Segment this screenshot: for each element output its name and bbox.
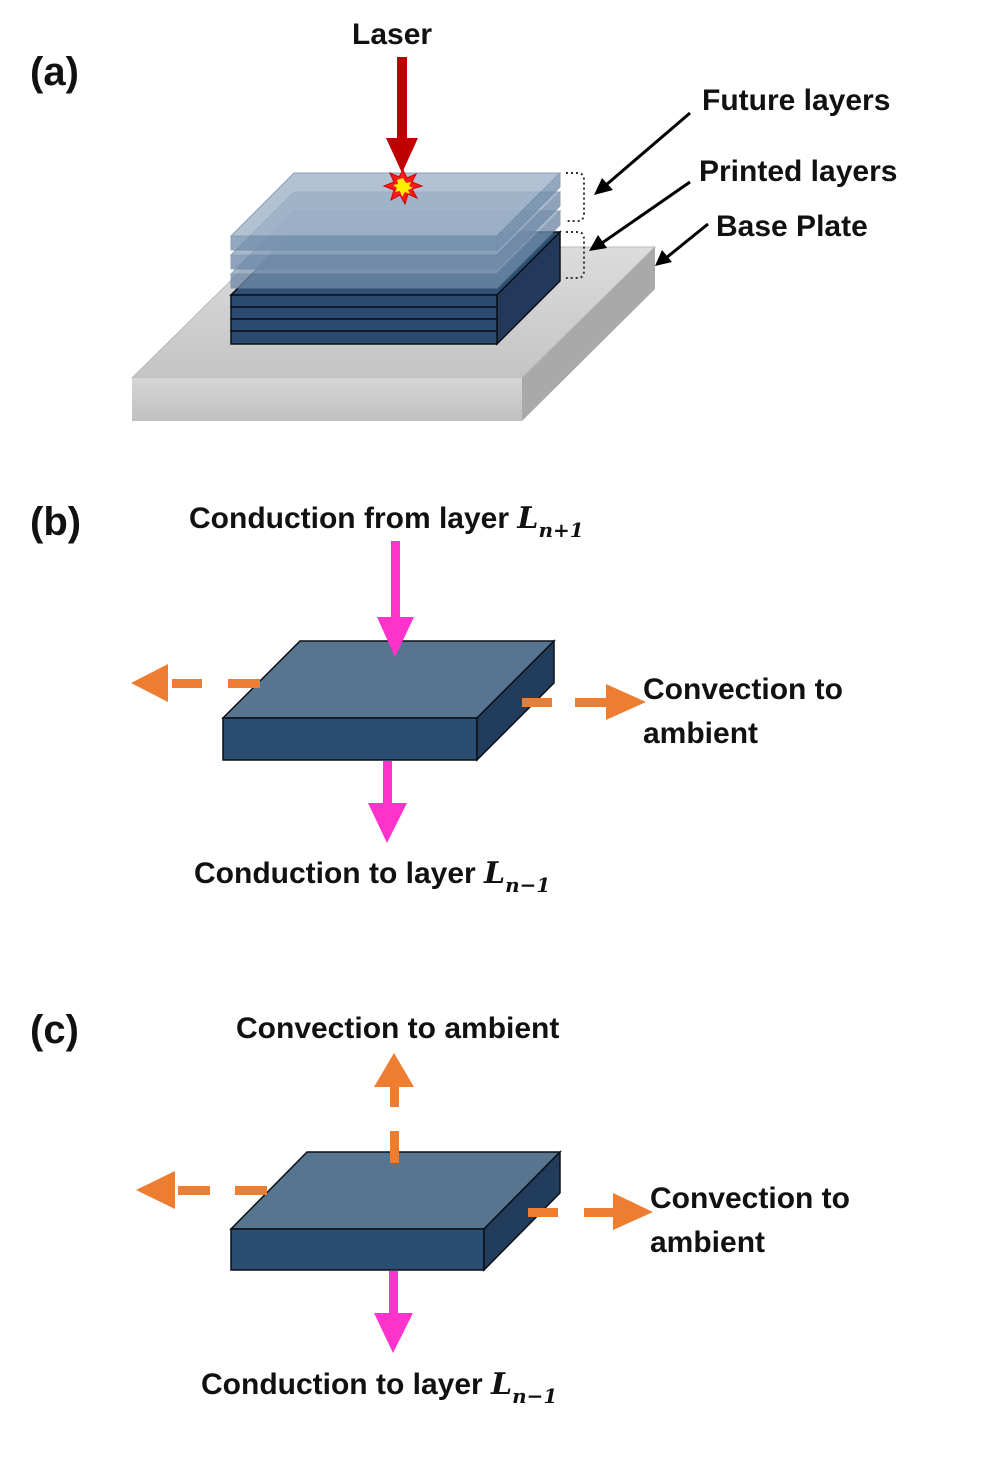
layer-subscript: n−1 bbox=[512, 1384, 558, 1408]
layer-variable: L bbox=[484, 856, 506, 891]
panel-a-label: (a) bbox=[30, 50, 79, 94]
layer-block bbox=[229, 1150, 562, 1272]
convection-right-arrow bbox=[528, 1193, 653, 1230]
conduction-from-text: Conduction from layer bbox=[189, 502, 518, 535]
conduction-in-arrow bbox=[377, 541, 414, 657]
explosion-burst-icon bbox=[382, 168, 424, 206]
panel-c-diagram bbox=[136, 1053, 653, 1353]
future-layers-label: Future layers bbox=[702, 84, 891, 117]
convection-left-arrow bbox=[136, 1171, 267, 1209]
layer-variable: L bbox=[491, 1367, 513, 1402]
convection-right-label: Convection to ambient bbox=[643, 668, 843, 755]
convection-top-label: Convection to ambient bbox=[236, 1012, 560, 1045]
conduction-to-text: Conduction to layer bbox=[194, 857, 485, 890]
panel-c-label: (c) bbox=[30, 1008, 79, 1052]
convection-left-arrow bbox=[131, 664, 260, 702]
convection-right-label: Convection to ambient bbox=[650, 1177, 850, 1264]
future-layers-bracket bbox=[566, 172, 585, 222]
layer-variable: L bbox=[517, 501, 539, 536]
conduction-from-label: Conduction from layer Ln+1 bbox=[189, 501, 584, 542]
conduction-to-label: Conduction to layer Ln−1 bbox=[194, 856, 551, 897]
panel-b-label: (b) bbox=[30, 500, 82, 544]
future-layers-pointer bbox=[594, 111, 691, 195]
layer-subscript: n+1 bbox=[538, 518, 584, 542]
convection-right-line2: ambient bbox=[643, 716, 759, 750]
layer-subscript: n−1 bbox=[505, 873, 551, 897]
convection-right-line1: Convection to bbox=[650, 1182, 850, 1215]
panel-b-diagram bbox=[131, 541, 646, 843]
conduction-out-arrow bbox=[368, 761, 407, 843]
laser-arrow bbox=[386, 57, 418, 173]
conduction-out-arrow bbox=[374, 1271, 413, 1353]
convection-right-line2: ambient bbox=[650, 1225, 766, 1259]
layer-block bbox=[221, 639, 556, 762]
base-plate-pointer bbox=[655, 222, 709, 266]
future-layers-stack bbox=[229, 171, 562, 290]
printed-layers-label: Printed layers bbox=[699, 155, 898, 188]
convection-right-line1: Convection to bbox=[643, 673, 843, 706]
panel-a-diagram bbox=[130, 57, 709, 421]
laser-label: Laser bbox=[352, 18, 433, 51]
printed-layers-pointer bbox=[589, 180, 691, 251]
conduction-to-label: Conduction to layer Ln−1 bbox=[201, 1367, 558, 1408]
convection-right-arrow bbox=[522, 684, 646, 720]
printed-layers-bracket bbox=[566, 231, 585, 279]
conduction-to-text: Conduction to layer bbox=[201, 1368, 492, 1401]
convection-up-arrow bbox=[374, 1053, 414, 1163]
base-plate-label: Base Plate bbox=[716, 210, 868, 243]
